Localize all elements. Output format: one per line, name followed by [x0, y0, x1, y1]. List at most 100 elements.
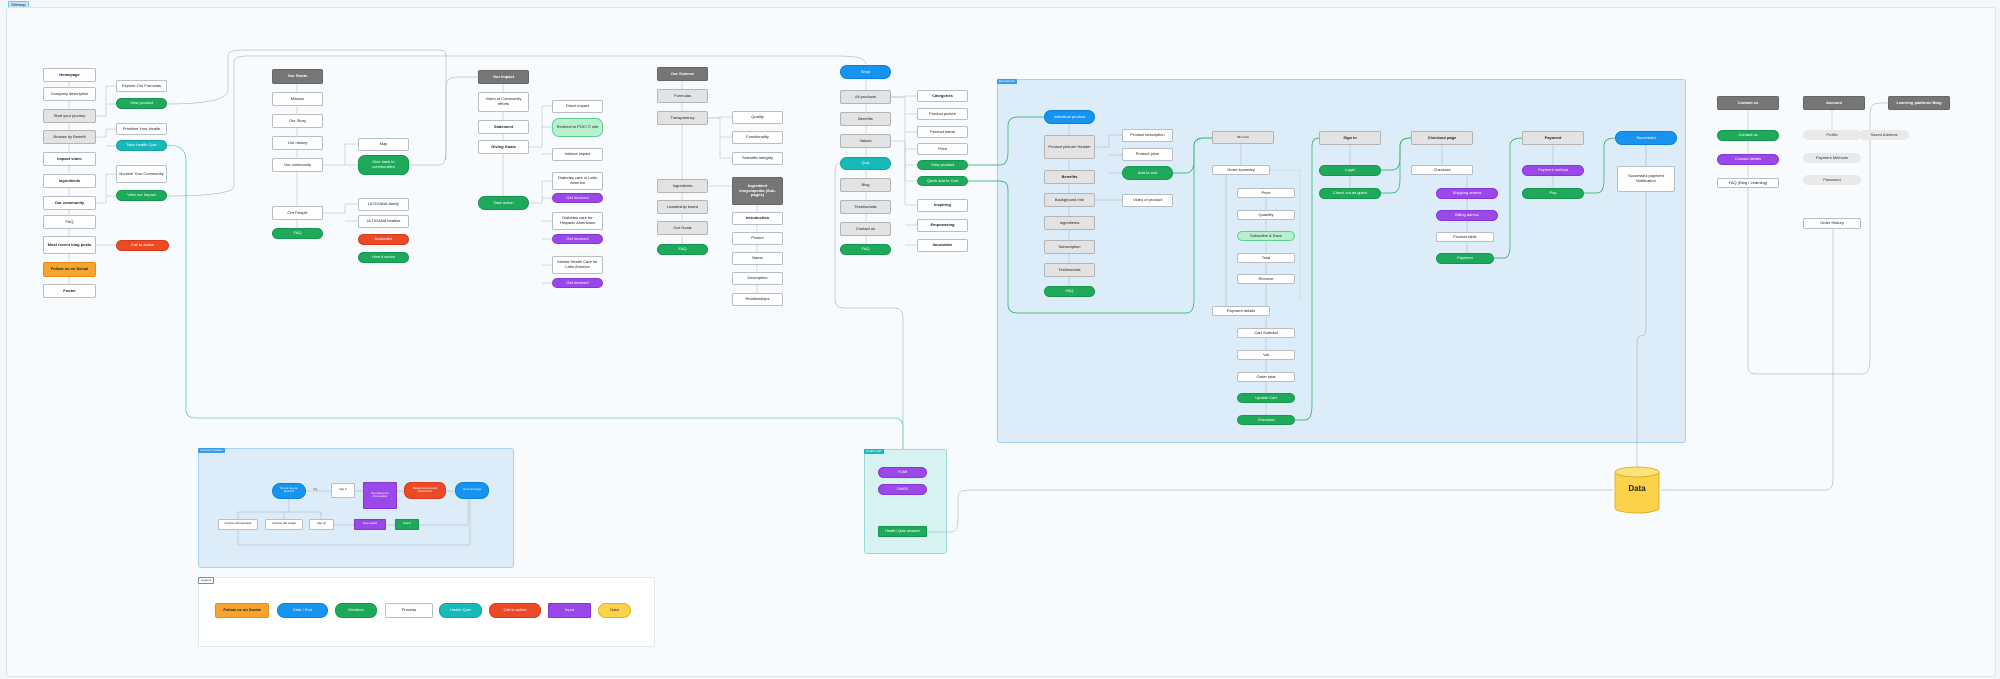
contact-details-input[interactable]: Contact details — [1717, 154, 1779, 165]
introduction-node[interactable]: Introduction — [732, 212, 783, 225]
get-involved-button-1[interactable]: Get involved — [552, 193, 603, 203]
summary-remove-node[interactable]: Remove — [1237, 274, 1295, 284]
shop-contact-node[interactable]: Contact us — [840, 222, 891, 236]
submit-node[interactable]: Submit — [395, 519, 419, 530]
testimonials-node[interactable]: Testimonials — [840, 200, 891, 214]
payment-node[interactable]: Payment — [1522, 131, 1584, 145]
payment-method-input[interactable]: Payment method — [1522, 165, 1584, 176]
ultigana-family-node[interactable]: ULTIGANA family — [358, 198, 409, 211]
faq-blog-node[interactable]: FAQ (Blog / Learning) — [1717, 178, 1779, 188]
leadership-board-node[interactable]: Leadership board — [657, 200, 708, 214]
browse-benefit-node[interactable]: Browse by Benefit — [43, 130, 96, 144]
learning-platform-node[interactable]: Learning platform/ Blog — [1888, 96, 1950, 110]
saved-address-node[interactable]: Saved Address — [1859, 130, 1909, 140]
billing-address-input[interactable]: Billing adress — [1436, 210, 1498, 221]
product-picture-node[interactable]: Product picture — [917, 108, 968, 120]
indirect-impact-node[interactable]: Indirect impact — [552, 148, 603, 161]
have-account-decision[interactable]: Do you have an account? — [272, 483, 306, 499]
giving-goals-node[interactable]: Giving Goals — [478, 140, 529, 154]
blog-posts-node[interactable]: Most recent blog posts — [43, 236, 96, 254]
summary-total-node[interactable]: Total — [1237, 253, 1295, 263]
profile-node[interactable]: Profile — [1803, 130, 1861, 140]
contact-us-node[interactable]: Contact us — [1717, 96, 1779, 110]
description-node[interactable]: Description — [732, 272, 783, 285]
order-history-node[interactable]: Order History — [1803, 218, 1861, 229]
take-action-button[interactable]: Take action — [478, 196, 529, 210]
prioritize-health-node[interactable]: Prioritize Your Health — [116, 123, 167, 135]
shop-node[interactable]: Shop — [840, 65, 891, 79]
checkout-page-node[interactable]: Checkout page — [1411, 131, 1473, 145]
our-impact-node[interactable]: Our Impact — [478, 70, 529, 84]
ac-sign-in-node[interactable]: Sign in — [331, 483, 355, 498]
get-involved-button-2[interactable]: Get involved — [552, 234, 603, 244]
health-quiz-answer-node[interactable]: Health Quiz answer — [878, 526, 927, 537]
ecom-ingredients-node[interactable]: Ingredients — [1044, 216, 1095, 230]
video-of-product-node[interactable]: Video of product — [1122, 194, 1173, 207]
our-history-node[interactable]: Our history — [272, 136, 323, 150]
relationships-node[interactable]: Relationships — [732, 293, 783, 306]
checkout-button[interactable]: Checkout — [1237, 415, 1295, 425]
cause-mental-health-node[interactable]: Mental Health Care for Latin America — [552, 256, 603, 274]
direct-impact-node[interactable]: Direct impact — [552, 100, 603, 113]
payment-button[interactable]: Payment — [1436, 253, 1494, 264]
pay-button[interactable]: Pay — [1522, 188, 1584, 199]
order-summary-node[interactable]: Order summary — [1212, 165, 1270, 175]
formulas-node[interactable]: Formulas — [657, 89, 708, 103]
product-description-node[interactable]: Product description — [1122, 129, 1173, 142]
functionality-node[interactable]: Functionality — [732, 131, 783, 144]
account-node[interactable]: Account — [1803, 96, 1865, 110]
ultigana-healers-node[interactable]: ULTIGANA healers — [358, 215, 409, 228]
our-story-node[interactable]: Our Story — [272, 114, 323, 128]
successful-node[interactable]: Successful — [1615, 131, 1677, 145]
yumi-node[interactable]: YUMI — [878, 467, 927, 478]
picture-node[interactable]: Picture — [732, 232, 783, 245]
company-description-node[interactable]: Company description — [43, 87, 96, 101]
payment-methods-node[interactable]: Payment Methods — [1803, 153, 1861, 163]
guest-checkout-button[interactable]: Check out as guest — [1319, 188, 1381, 199]
community-video-node[interactable]: Video of Community efforts — [478, 92, 529, 112]
price-node[interactable]: Price — [917, 143, 968, 155]
continue-google-node[interactable]: Continue with Google — [265, 519, 303, 530]
science-ingredients-node[interactable]: Ingredients — [657, 179, 708, 193]
name-node[interactable]: Name — [732, 252, 783, 265]
mission-node[interactable]: Mission — [272, 92, 323, 106]
footer-node[interactable]: Footer — [43, 284, 96, 298]
set-preferences-input[interactable]: Set preferences (Personalize) — [363, 482, 397, 509]
summary-price-node[interactable]: Price — [1237, 188, 1295, 198]
science-faq-button[interactable]: FAQ — [657, 244, 708, 255]
ecom-testimonials-node[interactable]: Testimonials — [1044, 263, 1095, 277]
transparency-node[interactable]: Transparency — [657, 111, 708, 125]
scientific-integrity-node[interactable]: Scientific integrity — [732, 152, 783, 165]
omg-node[interactable]: OMG!! — [878, 484, 927, 495]
sign-in-node[interactable]: Sign In — [1319, 131, 1381, 145]
our-people-node[interactable]: Our People — [272, 206, 323, 220]
give-back-button[interactable]: Give back to communities — [358, 155, 409, 175]
call-to-action-button[interactable]: Call to action — [116, 240, 169, 251]
product-table-node[interactable]: Product table — [1436, 232, 1494, 242]
roots-faq-button[interactable]: FAQ — [272, 228, 323, 239]
ecom-faq-button[interactable]: FAQ — [1044, 286, 1095, 297]
sign-up-node[interactable]: Sign up — [309, 519, 334, 530]
contact-us-button[interactable]: Contact us — [1717, 130, 1779, 141]
benefits-node[interactable]: Benefits — [840, 112, 891, 126]
values-node[interactable]: Values — [840, 134, 891, 148]
cause-hispanic-americans-node[interactable]: Diabetes care for Hispanic Americans — [552, 212, 603, 230]
login-button[interactable]: Login — [1319, 165, 1381, 176]
mini-cart-node[interactable]: Mini Cart — [1212, 131, 1274, 144]
subscribe-save-node[interactable]: Subscribe & Save — [1237, 231, 1295, 241]
map-node[interactable]: Map — [358, 138, 409, 151]
follow-social-node[interactable]: Follow us on Social — [43, 262, 96, 277]
subscribe-button[interactable]: Subscribe — [358, 234, 409, 245]
product-name-node[interactable]: Product name — [917, 126, 968, 138]
redirect-poc-node[interactable]: Redirect to POC! © site — [552, 118, 603, 137]
view-impact-button[interactable]: View our Impact — [116, 190, 167, 201]
add-to-cart-button[interactable]: Add to cart — [1122, 166, 1173, 180]
order-total-node[interactable]: Order total — [1237, 372, 1295, 382]
blog-node[interactable]: Blog — [840, 178, 891, 192]
quality-node[interactable]: Quality — [732, 111, 783, 124]
shipping-address-input[interactable]: Shipping adress — [1436, 188, 1498, 199]
start-journey-node[interactable]: Start your journey — [43, 109, 96, 123]
faq-node[interactable]: FAQ — [43, 215, 96, 229]
ingredient-encyclopedia-node[interactable]: Ingredient encyclopedia (Sub-pages) — [732, 177, 783, 205]
how-it-works-button[interactable]: How it works — [358, 252, 409, 263]
